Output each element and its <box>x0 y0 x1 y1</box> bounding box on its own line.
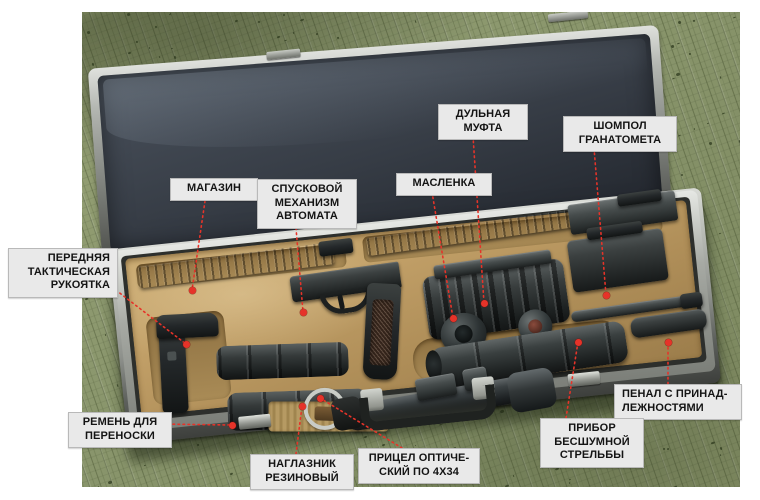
fabric-speck <box>91 62 94 66</box>
callout-target-dot-rubber-eyecup <box>298 402 306 410</box>
fabric-speck <box>336 36 339 39</box>
callout-label-rubber-eyecup: НАГЛАЗНИК РЕЗИНОВЫЙ <box>250 454 354 490</box>
fabric-speck <box>126 12 131 16</box>
fabric-speck <box>104 333 106 336</box>
callout-target-dot-optical-sight <box>316 394 324 402</box>
callout-label-front-tactical-grip: ПЕРЕДНЯЯ ТАКТИЧЕСКАЯ РУКОЯТКА <box>8 248 118 298</box>
callout-label-accessory-case: ПЕНАЛ С ПРИНАД- ЛЕЖНОСТЯМИ <box>614 384 742 420</box>
callout-label-oil-can: МАСЛЕНКА <box>396 173 492 196</box>
callout-target-dot-muzzle-coupling <box>480 299 488 307</box>
callout-label-grenade-launcher-ramrod: ШОМПОЛ ГРАНАТОМЕТА <box>563 116 677 152</box>
callout-target-dot-front-tactical-grip <box>182 340 190 348</box>
fabric-speck <box>512 474 514 477</box>
callout-label-carrying-sling: РЕМЕНЬ ДЛЯ ПЕРЕНОСКИ <box>68 412 172 448</box>
fabric-speck <box>148 46 150 49</box>
callout-target-dot-magazine <box>188 286 196 294</box>
callout-label-magazine: МАГАЗИН <box>170 178 258 201</box>
part-front-tactical-grip-arm <box>155 312 219 340</box>
callout-label-silent-firing-device: ПРИБОР БЕСШУМНОЙ СТРЕЛЬБЫ <box>540 418 644 468</box>
annotated-photo <box>82 12 740 487</box>
fabric-speck <box>738 140 740 144</box>
callout-target-dot-rifle-trigger-mechanism <box>299 308 307 316</box>
callout-target-dot-silent-firing-device <box>574 338 582 346</box>
part-front-tactical-grip-button <box>167 351 177 361</box>
callout-label-optical-sight: ПРИЦЕЛ ОПТИЧЕ- СКИЙ ПО 4Х34 <box>358 448 480 484</box>
callout-target-dot-oil-can <box>449 314 457 322</box>
fabric-speck <box>673 485 677 487</box>
fabric-speck <box>504 483 509 487</box>
part-pistol-grip-panel <box>369 299 394 367</box>
fabric-speck <box>135 40 138 44</box>
fabric-speck <box>292 31 295 35</box>
callout-target-dot-carrying-sling <box>228 421 236 429</box>
callout-target-dot-grenade-launcher-ramrod <box>602 291 610 299</box>
part-cleaning-rod-tip <box>679 291 704 310</box>
callout-label-rifle-trigger-mechanism: СПУСКОВОЙ МЕХАНИЗМ АВТОМАТА <box>257 179 357 229</box>
callout-label-muzzle-coupling: ДУЛЬНАЯ МУФТА <box>438 104 528 140</box>
part-optical-sight-objective <box>505 366 559 414</box>
callout-target-dot-accessory-case <box>664 338 672 346</box>
fabric-speck <box>283 39 287 41</box>
part-launcher-tube-upper <box>215 341 350 381</box>
fabric-speck <box>84 297 89 300</box>
